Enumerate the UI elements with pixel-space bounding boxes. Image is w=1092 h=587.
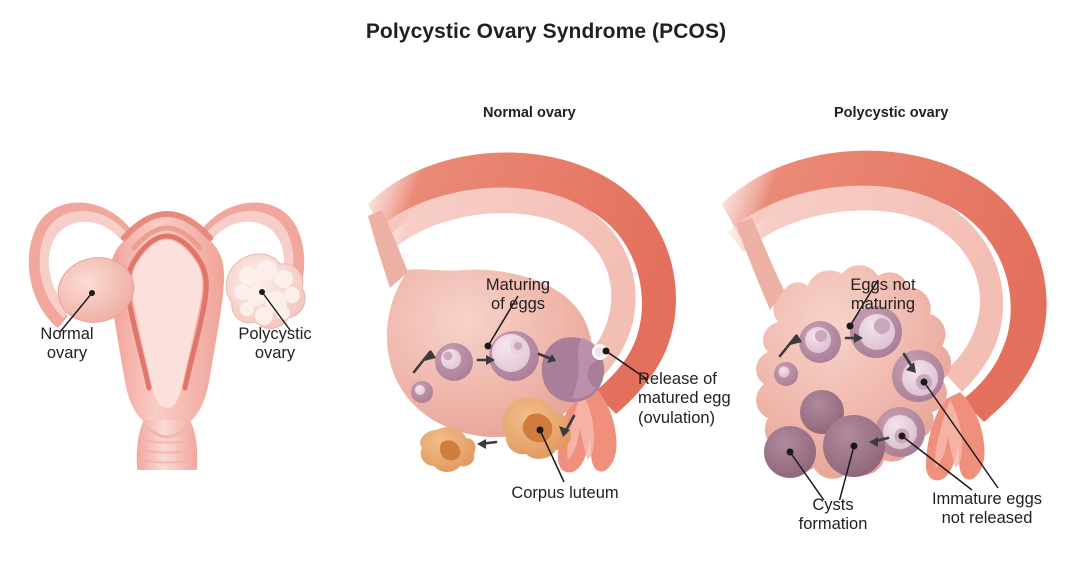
label-release-of-matured-egg-line3: (ovulation) xyxy=(638,408,716,427)
label-immature-eggs-not-released-line1: Immature eggs xyxy=(931,490,1043,508)
normal-ovary-svg xyxy=(368,152,676,483)
label-corpus-luteum: Corpus luteum xyxy=(495,484,635,503)
label-normal-ovary: Normal ovary xyxy=(22,325,112,364)
ovary-stalk xyxy=(368,210,408,288)
page-title: Polycystic Ovary Syndrome (PCOS) xyxy=(365,20,727,43)
label-cysts-formation-line2: formation xyxy=(798,515,868,534)
label-eggs-not-maturing-line2: maturing xyxy=(850,295,916,314)
immature-egg-anchor-dot-2 xyxy=(898,432,906,440)
release-egg-anchor-dot xyxy=(602,347,610,355)
label-normal-ovary-line1: Normal xyxy=(40,325,94,343)
uterus-body xyxy=(110,210,224,426)
polycystic-ovary-figure xyxy=(722,130,1072,500)
corpus-luteum-anchor-dot xyxy=(536,426,544,434)
tube-inner-band xyxy=(374,187,636,386)
label-eggs-not-maturing: Eggs not maturing xyxy=(828,276,938,315)
polycystic-leader-lines xyxy=(789,279,999,500)
label-release-of-matured-egg-line2: matured egg xyxy=(638,389,731,408)
label-immature-eggs-not-released: Immature eggs not released xyxy=(902,490,1072,529)
label-maturing-of-eggs: Maturing of eggs xyxy=(468,276,568,315)
normal-ovary-leader-lines xyxy=(487,295,649,483)
uterus-leader-lines xyxy=(59,291,291,333)
ovary-stalk xyxy=(736,218,784,310)
uterus-normal-ovary xyxy=(57,257,135,323)
immature-egg-anchor-dot-1 xyxy=(920,378,928,386)
eggs-not-maturing-anchor-dot xyxy=(846,322,854,330)
label-release-of-matured-egg: Release of matured egg (ovulation) xyxy=(638,370,768,428)
uterus-overview-figure xyxy=(18,180,318,470)
tube-inner-band xyxy=(728,185,1004,392)
uterus-svg xyxy=(28,202,306,470)
label-polycystic-ovary: Polycystic ovary xyxy=(228,325,322,364)
cycle-arrow-heads xyxy=(790,333,916,447)
cyst-anchor-dot-2 xyxy=(850,442,858,450)
normal-ovary-anchor-dot xyxy=(89,290,95,296)
cervix-and-vagina xyxy=(136,420,198,470)
uterus-horn-highlight xyxy=(567,392,594,460)
follicle-sequence xyxy=(411,331,608,403)
cyst-anchor-dot-1 xyxy=(786,448,794,456)
label-eggs-not-maturing-line1: Eggs not xyxy=(850,276,916,294)
label-maturing-of-eggs-line2: of eggs xyxy=(490,295,546,314)
label-cysts-formation: Cysts formation xyxy=(778,496,888,535)
label-immature-eggs-not-released-line2: not released xyxy=(941,509,1033,528)
uterus-polycystic-ovary xyxy=(225,253,306,329)
label-maturing-of-eggs-line1: Maturing xyxy=(485,276,551,294)
label-corpus-luteum-line1: Corpus luteum xyxy=(511,484,619,502)
label-polycystic-ovary-line1: Polycystic xyxy=(238,325,312,343)
label-normal-ovary-line2: ovary xyxy=(46,344,88,363)
cycle-arrow-heads xyxy=(424,350,570,449)
uterus-horn-highlight xyxy=(935,400,962,468)
corpus-luteum-group xyxy=(420,397,572,472)
polycystic-ovary-anchor-dot xyxy=(259,289,265,295)
label-polycystic-ovary-line2: ovary xyxy=(254,344,296,363)
label-release-of-matured-egg-line1: Release of xyxy=(638,370,717,388)
maturing-eggs-anchor-dot xyxy=(484,342,492,350)
panel-title-normal-ovary: Normal ovary xyxy=(483,105,576,121)
label-cysts-formation-line1: Cysts xyxy=(812,496,854,514)
polycystic-ovary-svg xyxy=(722,150,1047,500)
panel-title-polycystic-ovary: Polycystic ovary xyxy=(834,105,949,121)
normal-ovary-figure xyxy=(368,130,698,490)
